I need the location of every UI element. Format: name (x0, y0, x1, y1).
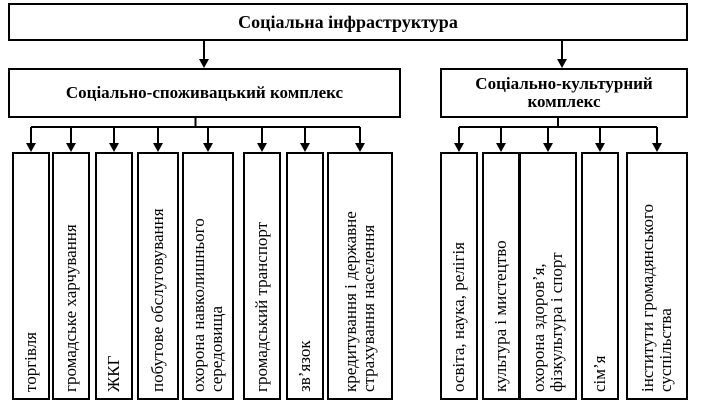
item-label-line: побутове обслуговування (148, 208, 167, 392)
item-label-line: торгівля (21, 331, 40, 392)
item-label-line: зв’язок (295, 340, 314, 392)
item-label: торгівля (21, 331, 40, 392)
item-label-line: громадське харчування (61, 224, 80, 392)
item-label: сім’я (590, 355, 609, 392)
group-to-item-arrowhead (355, 143, 365, 152)
item-box: громадське харчування (52, 152, 90, 400)
item-box: освіта, наука, релігія (440, 152, 478, 400)
item-box: громадський транспорт (243, 152, 281, 400)
item-box: торгівля (12, 152, 50, 400)
item-label-line: культура і мистецтво (491, 240, 510, 392)
group-to-item-arrowhead (153, 143, 163, 152)
group-label-cultural: Соціально-культурний комплекс (475, 74, 653, 111)
group-to-item-arrowhead (300, 143, 310, 152)
group-to-item-arrowhead (454, 143, 464, 152)
item-label-line: середовища (207, 305, 226, 392)
group-to-item-arrowhead (257, 143, 267, 152)
root-to-group-arrowhead (199, 59, 209, 68)
item-label-line: суспільства (656, 308, 675, 392)
root-node: Соціальна інфраструктура (8, 3, 688, 41)
group-to-item-arrowhead (595, 143, 605, 152)
group-to-item-arrowhead (26, 143, 36, 152)
item-label-line: страхування населення (359, 224, 378, 392)
item-label-line: ЖКГ (104, 355, 123, 392)
item-label: культура і мистецтво (491, 240, 510, 392)
item-label: охорона здоров’я,фізкультура і спорт (529, 252, 566, 392)
item-label-line: охорона навколишнього (189, 218, 208, 392)
item-label-line: сім’я (590, 355, 609, 392)
item-label-line: фізкультура і спорт (547, 252, 566, 392)
root-label: Соціальна інфраструктура (238, 11, 458, 32)
group-label-consumer: Соціально-споживацький комплекс (65, 83, 344, 102)
item-label: громадське харчування (61, 224, 80, 392)
group-to-item-arrowhead (109, 143, 119, 152)
group-to-item-arrowhead (652, 143, 662, 152)
item-label: зв’язок (295, 340, 314, 392)
item-label: побутове обслуговування (148, 208, 167, 392)
group-node-cultural: Соціально-культурний комплекс (440, 68, 688, 118)
item-label-line: кредитування і державне (341, 211, 360, 392)
root-to-group-arrowhead (557, 59, 567, 68)
item-label: ЖКГ (104, 355, 123, 392)
item-box: ЖКГ (95, 152, 133, 400)
item-box: культура і мистецтво (482, 152, 520, 400)
group-node-consumer: Соціально-споживацький комплекс (8, 68, 401, 118)
group-to-item-arrowhead (66, 143, 76, 152)
group-to-item-arrowhead (543, 143, 553, 152)
item-label-line: інститути громадянського (638, 203, 657, 392)
item-box: побутове обслуговування (137, 152, 179, 400)
item-label-line: охорона здоров’я, (529, 263, 548, 392)
item-box: охорона здоров’я,фізкультура і спорт (519, 152, 577, 400)
item-label: освіта, наука, релігія (449, 242, 468, 392)
item-label-line: освіта, наука, релігія (449, 242, 468, 392)
group-to-item-arrowhead (496, 143, 506, 152)
item-box: зв’язок (286, 152, 324, 400)
group-to-item-arrowhead (203, 143, 213, 152)
item-label-line: громадський транспорт (252, 221, 271, 392)
item-label: громадський транспорт (252, 221, 271, 392)
item-box: сім’я (581, 152, 619, 400)
